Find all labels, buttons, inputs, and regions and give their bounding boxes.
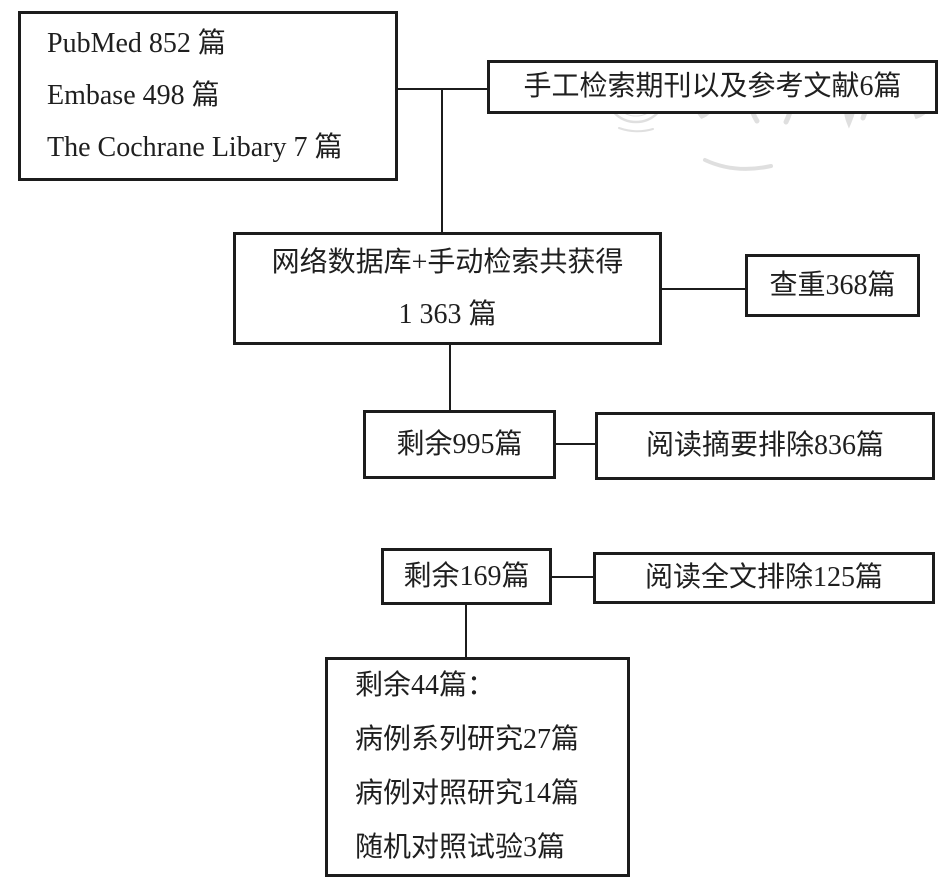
box-remaining-995: 剩余995篇 (363, 410, 556, 479)
abstract-excluded-label: 阅读摘要排除836篇 (645, 430, 884, 461)
final-line-case-control: 病例对照研究14篇 (355, 778, 580, 809)
final-line-total: 剩余44篇： (355, 670, 496, 701)
combined-total-line2: 1 363 篇 (398, 298, 497, 330)
source-line-pubmed: PubMed 852 篇 (47, 28, 226, 59)
box-final-included: 剩余44篇： 病例系列研究27篇 病例对照研究14篇 随机对照试验3篇 (325, 657, 630, 877)
connector-remaining169-to-final (465, 605, 467, 659)
connector-combined-to-remaining995 (449, 345, 451, 412)
final-line-case-series: 病例系列研究27篇 (355, 724, 580, 755)
box-duplicates-removed: 查重368篇 (745, 254, 920, 317)
box-combined-total: 网络数据库+手动检索共获得 1 363 篇 (233, 232, 662, 345)
connector-remaining169-to-fulltext-excluded (552, 576, 593, 578)
remaining-995-label: 剩余995篇 (396, 428, 523, 460)
source-line-cochrane: The Cochrane Libary 7 篇 (47, 132, 343, 163)
box-abstract-excluded: 阅读摘要排除836篇 (595, 412, 935, 480)
connector-combined-to-duplicates (662, 288, 745, 290)
fulltext-excluded-label: 阅读全文排除125篇 (644, 562, 883, 593)
connector-remaining995-to-abstract-excluded (556, 443, 595, 445)
remaining-169-label: 剩余169篇 (403, 560, 530, 592)
box-database-sources: PubMed 852 篇 Embase 498 篇 The Cochrane L… (18, 11, 398, 181)
duplicates-removed-label: 查重368篇 (769, 269, 896, 301)
box-fulltext-excluded: 阅读全文排除125篇 (593, 552, 935, 604)
manual-search-label: 手工检索期刊以及参考文献6篇 (523, 71, 902, 102)
source-line-embase: Embase 498 篇 (47, 80, 220, 111)
connector-junction-to-combined (441, 88, 443, 234)
combined-total-line1: 网络数据库+手动检索共获得 (271, 246, 624, 278)
box-manual-search: 手工检索期刊以及参考文献6篇 (487, 60, 938, 114)
final-line-rct: 随机对照试验3篇 (355, 832, 566, 863)
box-remaining-169: 剩余169篇 (381, 548, 552, 605)
